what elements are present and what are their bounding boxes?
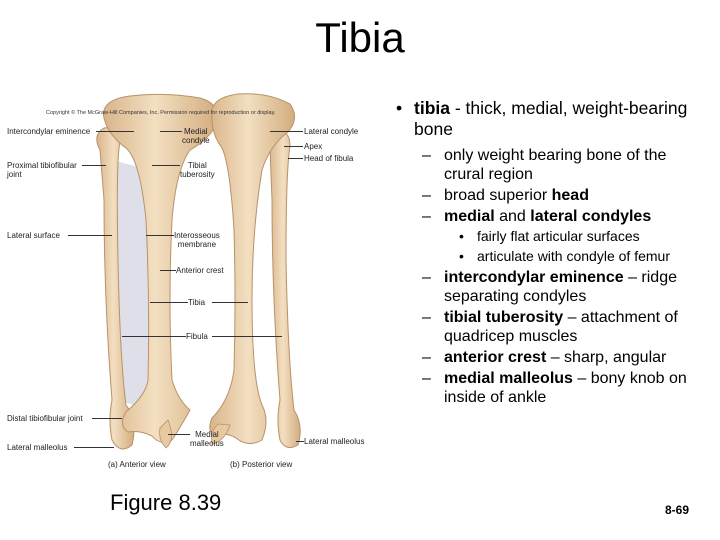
sub-bullet-text: – bony knob on inside of ankle bbox=[444, 370, 687, 406]
bullet-marker: • bbox=[459, 228, 464, 244]
caption-anterior-view: (a) Anterior view bbox=[108, 460, 166, 469]
sub-sub-bullet-text: fairly flat articular surfaces bbox=[477, 228, 640, 244]
leader-line bbox=[168, 434, 190, 435]
dash-marker: – bbox=[422, 370, 431, 387]
posterior-view-drawing bbox=[209, 93, 301, 449]
sub-bullet: – broad superior head bbox=[392, 186, 710, 205]
main-bullet-text: - thick, medial, weight-bearing bone bbox=[414, 98, 688, 139]
leader-line bbox=[212, 302, 248, 303]
label-apex: Apex bbox=[304, 142, 323, 151]
leader-line bbox=[68, 235, 112, 236]
page-number: 8-69 bbox=[665, 503, 690, 517]
bullet-notes: • tibia - thick, medial, weight-bearing … bbox=[392, 98, 710, 409]
label-medial-malleolus: Medial malleolus bbox=[190, 430, 224, 448]
label-lateral-surface: Lateral surface bbox=[7, 231, 60, 240]
label-tibia: Tibia bbox=[188, 298, 206, 307]
label-lateral-condyle: Lateral condyle bbox=[304, 127, 359, 136]
leader-line bbox=[146, 235, 174, 236]
copyright-notice: Copyright © The McGraw-Hill Companies, I… bbox=[46, 110, 276, 116]
sub-bullet-term: lateral condyles bbox=[530, 208, 652, 225]
dash-marker: – bbox=[422, 147, 431, 164]
label-head-of-fibula: Head of fibula bbox=[304, 154, 354, 163]
sub-bullet-term: medial bbox=[444, 208, 495, 225]
leader-line bbox=[152, 165, 180, 166]
figure-label: Figure 8.39 bbox=[110, 490, 222, 515]
sub-bullet-text: broad superior bbox=[444, 187, 552, 204]
sub-bullet-term: tibial tuberosity bbox=[444, 309, 564, 326]
leader-line bbox=[82, 165, 106, 166]
caption-posterior-view: (b) Posterior view bbox=[230, 460, 293, 469]
leader-line bbox=[284, 146, 303, 147]
label-anterior-crest: Anterior crest bbox=[176, 266, 224, 275]
sub-sub-bullet: • articulate with condyle of femur bbox=[392, 248, 710, 265]
leader-line bbox=[160, 270, 176, 271]
label-fibula: Fibula bbox=[186, 332, 208, 341]
leader-line bbox=[150, 302, 188, 303]
sub-bullet: – only weight bearing bone of the crural… bbox=[392, 146, 710, 184]
slide-title: Tibia bbox=[315, 14, 405, 61]
label-medial-condyle: Medial condyle bbox=[182, 127, 210, 145]
label-lateral-malleolus-right: Lateral malleolus bbox=[304, 437, 365, 446]
sub-bullet: – anterior crest – sharp, angular bbox=[392, 348, 710, 367]
term-tibia: tibia bbox=[414, 98, 450, 118]
sub-bullet-term: intercondylar eminence bbox=[444, 269, 624, 286]
label-interosseous-membrane: Interosseous membrane bbox=[174, 231, 220, 249]
dash-marker: – bbox=[422, 208, 431, 225]
leader-line bbox=[92, 418, 122, 419]
label-intercondylar-eminence: Intercondylar eminence bbox=[7, 127, 91, 136]
leader-line bbox=[270, 131, 303, 132]
sub-bullet-term: head bbox=[551, 187, 589, 204]
sub-bullet: – tibial tuberosity – attachment of quad… bbox=[392, 308, 710, 346]
dash-marker: – bbox=[422, 269, 431, 286]
label-distal-tibiofibular-joint: Distal tibiofibular joint bbox=[7, 414, 83, 423]
sub-bullet-text: only weight bearing bone of the crural r… bbox=[444, 147, 667, 183]
bullet-marker: • bbox=[396, 98, 403, 118]
leader-line bbox=[160, 131, 182, 132]
dash-marker: – bbox=[422, 309, 431, 326]
leader-line bbox=[212, 336, 282, 337]
sub-sub-bullet-text: articulate with condyle of femur bbox=[477, 248, 670, 264]
main-bullet: • tibia - thick, medial, weight-bearing … bbox=[392, 98, 710, 140]
leader-line bbox=[288, 158, 303, 159]
sub-bullet-term: anterior crest bbox=[444, 349, 547, 366]
sub-bullet-text: – sharp, angular bbox=[546, 349, 667, 366]
sub-bullet-text: and bbox=[494, 208, 531, 225]
sub-bullet-text: – attachment of quadricep muscles bbox=[444, 309, 678, 345]
sub-bullet: – intercondylar eminence – ridge separat… bbox=[392, 268, 710, 306]
sub-bullet: – medial malleolus – bony knob on inside… bbox=[392, 369, 710, 407]
dash-marker: – bbox=[422, 349, 431, 366]
leader-line bbox=[96, 131, 134, 132]
label-lateral-malleolus-left: Lateral malleolus bbox=[7, 443, 68, 452]
leader-line bbox=[122, 336, 186, 337]
label-proximal-tibiofibular-joint: Proximal tibiofibular joint bbox=[7, 161, 77, 179]
sub-bullet: – medial and lateral condyles bbox=[392, 207, 710, 226]
leader-line bbox=[296, 441, 304, 442]
label-tibial-tuberosity: Tibial tuberosity bbox=[180, 161, 215, 179]
sub-bullet-text: – ridge separating condyles bbox=[444, 269, 677, 305]
sub-bullet-term: medial malleolus bbox=[444, 370, 573, 387]
leader-line bbox=[74, 447, 114, 448]
anterior-view-drawing bbox=[96, 93, 218, 450]
bullet-marker: • bbox=[459, 248, 464, 264]
sub-sub-bullet: • fairly flat articular surfaces bbox=[392, 228, 710, 245]
dash-marker: – bbox=[422, 187, 431, 204]
